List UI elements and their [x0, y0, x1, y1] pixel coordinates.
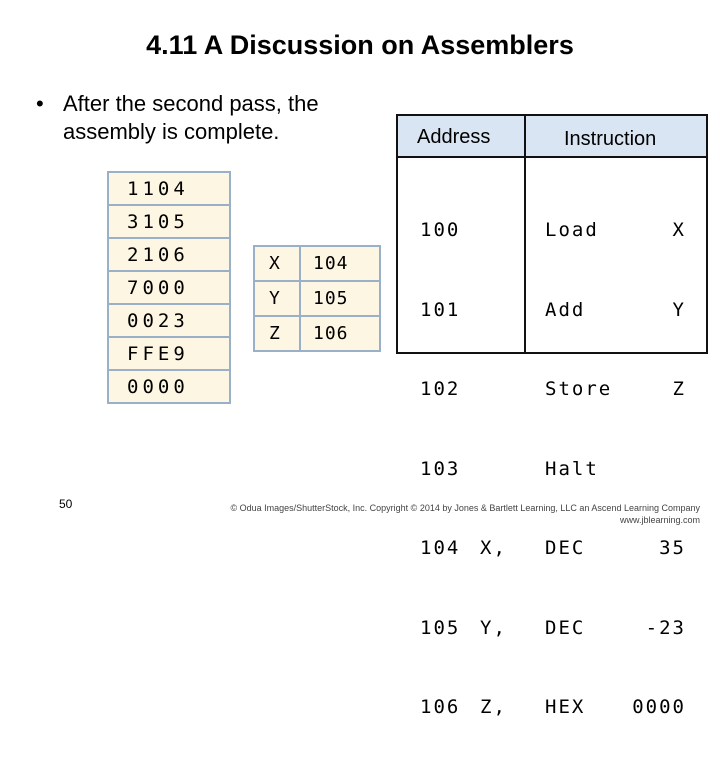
symbol-name: Y [253, 280, 301, 317]
address-cell: 101 [420, 298, 461, 321]
operand-cell: X [672, 219, 686, 241]
symbol-row: Y 105 [253, 280, 381, 317]
credit-url: www.jblearning.com [619, 515, 700, 525]
symbol-name: X [253, 245, 301, 282]
memory-cell: 3105 [107, 204, 231, 239]
address-cell: 104 [420, 537, 461, 559]
memory-cell: 2106 [107, 237, 231, 272]
operand-cell: -23 [645, 616, 686, 639]
address-cell: 103 [420, 457, 461, 480]
copyright-credit: © Odua Images/ShutterStock, Inc. Copyrig… [230, 502, 700, 526]
operand-cell: Z [672, 378, 686, 400]
operand-cell [632, 456, 686, 483]
credit-text: © Odua Images/ShutterStock, Inc. Copyrig… [230, 503, 700, 513]
opcode-column: Load Add Store Halt DEC DEC HEX [545, 164, 612, 774]
opcode-cell: HEX [545, 696, 586, 718]
memory-cell: 7000 [107, 270, 231, 305]
column-divider [524, 116, 526, 352]
page-number: 50 [59, 497, 73, 511]
label-cell: Z, [480, 696, 507, 718]
bullet-icon: • [36, 91, 44, 116]
label-column: X, Y, Z, [480, 164, 534, 774]
label-cell [480, 297, 534, 324]
operand-column: X Y Z 35 -23 0000 [632, 164, 686, 774]
program-table-header: Address Instruction [398, 116, 706, 158]
assembly-program-table: Address Instruction 100 101 102 103 104 … [396, 114, 708, 718]
operand-cell: 0000 [632, 696, 686, 718]
symbol-address: 106 [299, 315, 381, 352]
memory-cell: 0000 [107, 369, 231, 404]
operand-cell: Y [672, 298, 686, 321]
address-cell: 100 [420, 219, 461, 241]
address-column: 100 101 102 103 104 105 106 [420, 164, 474, 774]
opcode-cell: Halt [545, 457, 599, 480]
symbol-name: Z [253, 315, 301, 352]
opcode-cell: DEC [545, 616, 586, 639]
bullet-text: After the second pass, the assembly is c… [63, 91, 319, 144]
address-cell: 105 [420, 616, 461, 639]
label-cell [480, 456, 534, 483]
opcode-cell: DEC [545, 537, 586, 559]
label-cell [480, 376, 534, 403]
memory-cell: 1104 [107, 171, 231, 206]
slide-title: 4.11 A Discussion on Assemblers [146, 30, 574, 60]
memory-cell: FFE9 [107, 336, 231, 371]
address-cell: 106 [420, 696, 461, 718]
instruction-header: Instruction [564, 128, 657, 150]
memory-contents-table: 1104 3105 2106 7000 0023 FFE9 0000 [107, 171, 231, 404]
opcode-cell: Store [545, 378, 613, 400]
operand-cell: 35 [659, 537, 686, 559]
address-cell: 102 [420, 378, 461, 400]
opcode-cell: Add [545, 298, 586, 321]
bullet-point: • After the second pass, the assembly is… [36, 90, 386, 146]
label-cell: Y, [480, 616, 507, 639]
address-header: Address [417, 126, 491, 148]
label-cell: X, [480, 537, 507, 559]
memory-cell: 0023 [107, 303, 231, 338]
symbol-row: Z 106 [253, 315, 381, 352]
symbol-table: X 104 Y 105 Z 106 [253, 245, 381, 352]
opcode-cell: Load [545, 219, 599, 241]
symbol-row: X 104 [253, 245, 381, 282]
symbol-address: 104 [299, 245, 381, 282]
symbol-address: 105 [299, 280, 381, 317]
label-cell [480, 217, 534, 244]
